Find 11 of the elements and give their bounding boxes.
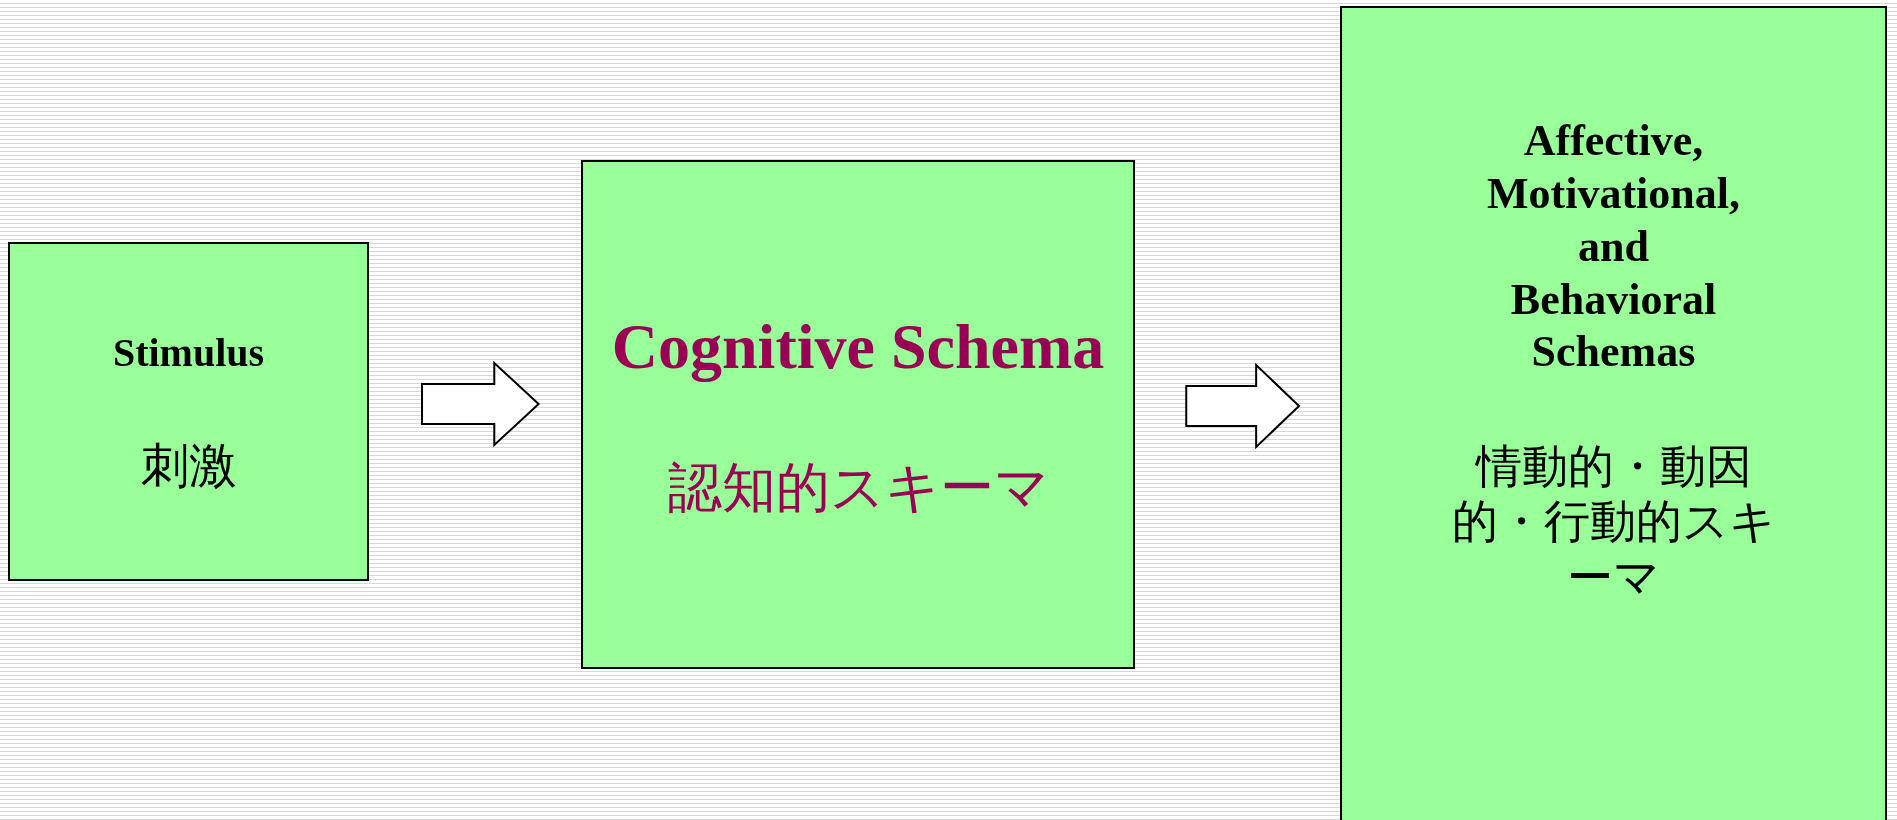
box-title: Stimulus [112, 328, 265, 377]
box-title: Affective, Motivational, and Behavioral Schemas [1487, 115, 1740, 379]
box-subtitle: 情動的・動因的・行動的スキーマ [1450, 439, 1777, 605]
box-subtitle: 刺激 [140, 436, 237, 495]
box-subtitle: 認知的スキーマ [667, 455, 1049, 521]
process-box [1340, 6, 1887, 820]
process-box [581, 160, 1135, 669]
box-title: Cognitive Schema [611, 309, 1105, 384]
block-arrow [1185, 362, 1301, 450]
block-arrow [421, 360, 541, 448]
process-box [8, 242, 369, 581]
